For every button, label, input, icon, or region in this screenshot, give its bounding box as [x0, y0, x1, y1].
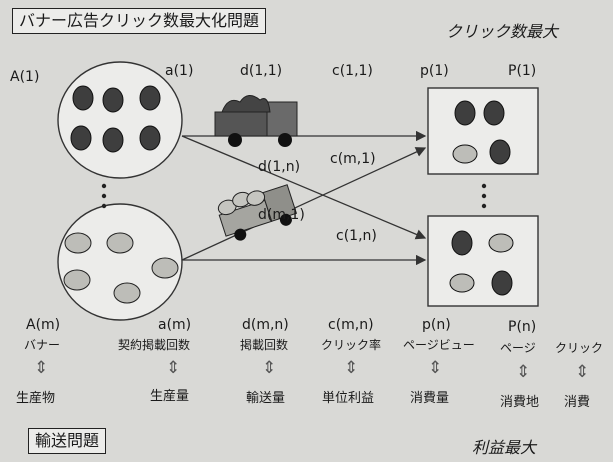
updown-arrow-icon: ⇕ [516, 362, 531, 382]
label-c1n: c(1,n) [336, 228, 377, 244]
updown-arrow-icon: ⇕ [34, 358, 49, 378]
banner-dots-top [70, 85, 161, 153]
label-A1: A(1) [10, 69, 40, 85]
updown-arrow-icon: ⇕ [344, 358, 359, 378]
legend-symbol: a(m) [158, 317, 192, 333]
legend-symbol: p(n) [422, 317, 451, 333]
bottom-left-title: 輸送問題 [28, 428, 107, 454]
legend-symbol: d(m,n) [242, 317, 289, 333]
label-d1n: d(1,n) [258, 159, 301, 175]
legend-eq: 輸送量 [246, 391, 286, 406]
label-d11: d(1,1) [240, 63, 283, 79]
source-ellipse-top [57, 61, 183, 179]
diagram-title: バナー広告クリック数最大化問題 [12, 8, 267, 34]
label-a1: a(1) [165, 63, 194, 79]
page-box-bottom [427, 215, 539, 307]
legend-symbol: P(n) [508, 319, 537, 335]
click-dots-top [452, 100, 511, 165]
legend-eq: 生産物 [16, 391, 56, 406]
truck-bottom-icon [217, 184, 298, 241]
vertical-ellipsis-left [101, 183, 107, 209]
legend-jp: 契約掲載回数 [118, 338, 191, 352]
page-box-top [427, 87, 539, 175]
legend-eq: 消費量 [410, 391, 450, 406]
arrow-top-to-bottom [181, 135, 427, 240]
legend-jp: ページ [500, 341, 536, 355]
flow-arrows [181, 130, 427, 266]
truck-top-icon [214, 95, 298, 147]
updown-arrow-icon: ⇕ [262, 358, 277, 378]
legend-jp: 掲載回数 [240, 338, 289, 352]
legend-eq: 消費 [564, 395, 591, 410]
legend-jp: クリック率 [321, 338, 382, 352]
updown-arrow-icon: ⇕ [166, 358, 181, 378]
legend-jp: ページビュー [403, 338, 475, 352]
label-p1: p(1) [420, 63, 449, 79]
subtitle-click-max: クリック数最大 [446, 22, 559, 41]
source-ellipse-bottom [57, 203, 183, 321]
arrow-bottom-to-top [181, 147, 427, 261]
legend-eq: 生産量 [150, 389, 190, 404]
legend-jp: バナー [24, 338, 61, 352]
click-dots-bottom [449, 230, 514, 296]
legend-symbol: c(m,n) [328, 317, 374, 333]
banner-dots-bottom [63, 232, 179, 304]
updown-arrow-icon: ⇕ [575, 362, 590, 382]
bottom-right-title: 利益最大 [472, 438, 537, 457]
legend-symbol: A(m) [26, 317, 61, 333]
updown-arrow-icon: ⇕ [428, 358, 443, 378]
label-cm1: c(m,1) [330, 151, 376, 167]
legend-eq: 単位利益 [322, 391, 375, 406]
vertical-ellipsis-right [481, 183, 487, 209]
legend-jp: クリック [555, 341, 604, 355]
label-dm1: d(m,1) [258, 207, 305, 223]
label-c11: c(1,1) [332, 63, 373, 79]
legend-eq: 消費地 [500, 395, 540, 410]
label-P1: P(1) [508, 63, 537, 79]
